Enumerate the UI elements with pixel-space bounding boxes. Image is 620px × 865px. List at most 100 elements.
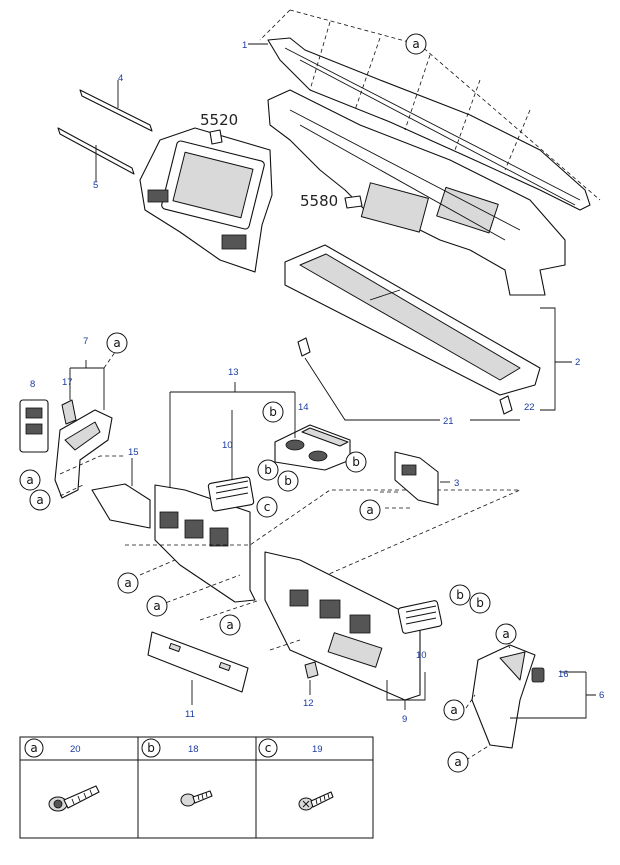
fastener-legend-table: a 20 b 18 c 19 (19, 736, 374, 839)
marker-b: b (262, 401, 284, 423)
marker-a: a (219, 614, 241, 636)
part-17-switch (61, 399, 77, 425)
marker-a: a (106, 332, 128, 354)
marker-a: a (29, 489, 51, 511)
tapping-screw-icon (180, 790, 213, 807)
callout-21: 21 (443, 416, 454, 427)
callout-4: 4 (118, 73, 123, 84)
svg-text:a: a (502, 627, 509, 641)
legend-cell-c: c 19 (258, 738, 334, 811)
svg-text:b: b (264, 463, 272, 477)
part-5520-clip (209, 129, 223, 145)
callout-16: 16 (558, 669, 569, 680)
part-10-air-vent-left (207, 476, 255, 512)
svg-text:a: a (412, 37, 419, 51)
part-22-clip (499, 395, 513, 415)
leader-9 (386, 672, 426, 710)
part-16-clip (531, 667, 545, 683)
marker-b: b (257, 459, 279, 481)
svg-text:c: c (265, 741, 272, 755)
part-15-lower-panel (91, 483, 151, 529)
part-12-clip (304, 661, 319, 679)
svg-text:a: a (454, 755, 461, 769)
svg-text:a: a (30, 741, 37, 755)
svg-text:a: a (124, 576, 131, 590)
callout-10-right: 10 (416, 650, 427, 661)
legend-cell-a: a 20 (24, 738, 100, 812)
callout-15: 15 (128, 447, 139, 458)
part-5580-clip (344, 195, 363, 209)
svg-text:a: a (226, 618, 233, 632)
legend-part-number: 18 (188, 744, 199, 755)
part-2-upper-tray (284, 244, 541, 396)
part-14-center-bezel (274, 424, 351, 471)
svg-text:a: a (153, 599, 160, 613)
flange-bolt-icon (48, 785, 100, 812)
callout-14: 14 (298, 402, 309, 413)
marker-a: a (19, 469, 41, 491)
leader-9-fasteners (199, 599, 301, 651)
marker-b: b (345, 451, 367, 473)
leader-2 (540, 307, 572, 411)
marker-a: a (117, 572, 139, 594)
part-8-switch-panel (19, 399, 49, 453)
legend-part-number: 19 (312, 744, 323, 755)
part-4-rod (79, 89, 153, 132)
leader-21 (304, 357, 520, 421)
svg-text:b: b (147, 741, 155, 755)
callout-8: 8 (30, 379, 35, 390)
part-3-bracket (394, 451, 439, 506)
callout-5580: 5580 (300, 192, 338, 210)
callout-11: 11 (185, 709, 195, 720)
screw-icon (298, 791, 334, 811)
marker-a: a (447, 751, 469, 773)
svg-text:b: b (476, 596, 484, 610)
callout-10-left: 10 (222, 440, 233, 451)
callout-labels: 1 2 3 4 5 6 7 8 9 10 10 11 12 13 14 15 1… (30, 40, 604, 725)
leader-7 (69, 360, 105, 410)
part-10-air-vent-right (397, 600, 443, 634)
cluster-facia-panel (139, 127, 273, 273)
leader-13-fasteners (125, 489, 521, 606)
svg-text:a: a (450, 703, 457, 717)
callout-13: 13 (228, 367, 239, 378)
svg-text:b: b (284, 474, 292, 488)
part-9-lower-crash-pad-center (264, 551, 421, 701)
svg-text:c: c (264, 500, 271, 514)
svg-text:b: b (269, 405, 277, 419)
callout-12: 12 (303, 698, 314, 709)
svg-text:b: b (456, 588, 464, 602)
callout-6: 6 (599, 690, 604, 701)
marker-b: b (449, 584, 471, 606)
callout-5: 5 (93, 180, 98, 191)
callout-22: 22 (524, 402, 535, 413)
marker-b: b (277, 470, 299, 492)
legend-part-number: 20 (70, 744, 81, 755)
marker-b: b (469, 592, 491, 614)
svg-text:a: a (366, 503, 373, 517)
part-6-side-cover (471, 644, 536, 749)
part-13-lower-crash-pad-left (154, 484, 256, 603)
heater-duct-assembly (267, 89, 566, 296)
marker-a: a (146, 595, 168, 617)
legend-cell-b: b 18 (141, 738, 213, 807)
marker-c: c (256, 496, 278, 518)
marker-a: a (443, 699, 465, 721)
part-7-side-cover (54, 409, 113, 499)
callout-9: 9 (402, 714, 407, 725)
leader-6 (510, 671, 596, 719)
svg-text:a: a (36, 493, 43, 507)
leader-3-fasteners (380, 491, 410, 509)
marker-a: a (359, 499, 381, 521)
callout-1: 1 (242, 40, 247, 51)
leader-13 (169, 382, 296, 488)
callout-17: 17 (62, 377, 73, 388)
fastener-markers: a a a a a a a a a a a b b b b b b c (19, 33, 517, 773)
svg-text:a: a (26, 473, 33, 487)
part-11-cover-panel (147, 631, 249, 693)
svg-text:b: b (352, 455, 360, 469)
marker-a: a (495, 623, 517, 645)
callout-5520: 5520 (200, 111, 238, 129)
part-21-clip (297, 337, 311, 357)
